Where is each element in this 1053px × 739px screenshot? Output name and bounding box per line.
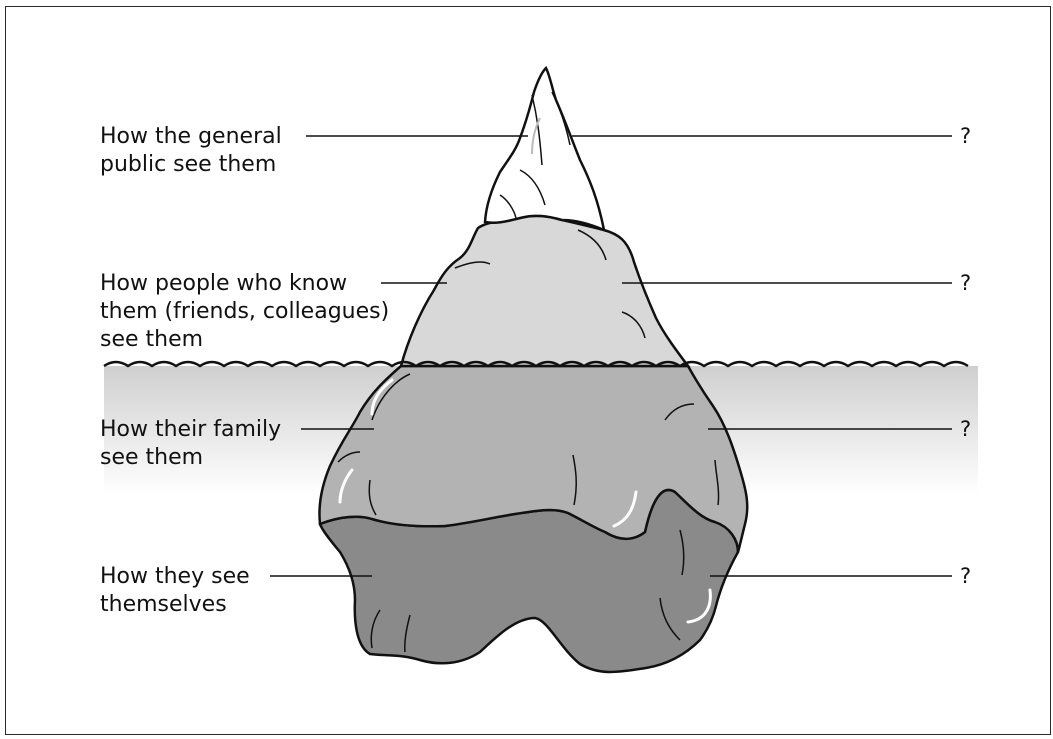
label-public: How the general public see them <box>100 124 289 177</box>
label-family-line-2: see them <box>100 445 203 470</box>
label-self-line-1: How they see <box>100 564 250 589</box>
label-self-line-2: themselves <box>100 592 227 617</box>
answer-family: ? <box>960 417 971 441</box>
label-acquaintances-line-3: see them <box>100 327 203 352</box>
label-public-line-1: How the general <box>100 124 282 149</box>
answer-acquaintances: ? <box>960 271 971 295</box>
label-public-line-2: public see them <box>100 152 276 177</box>
answer-self: ? <box>960 564 971 588</box>
iceberg-tip <box>485 68 604 230</box>
label-acquaintances-line-1: How people who know <box>100 271 347 296</box>
iceberg-upper-layer <box>401 216 688 366</box>
answer-public: ? <box>960 124 971 148</box>
label-acquaintances-line-2: them (friends, colleagues) <box>100 299 389 324</box>
label-self: How they see themselves <box>100 564 257 617</box>
label-acquaintances: How people who know them (friends, colle… <box>100 271 396 352</box>
label-family-line-1: How their family <box>100 417 281 442</box>
